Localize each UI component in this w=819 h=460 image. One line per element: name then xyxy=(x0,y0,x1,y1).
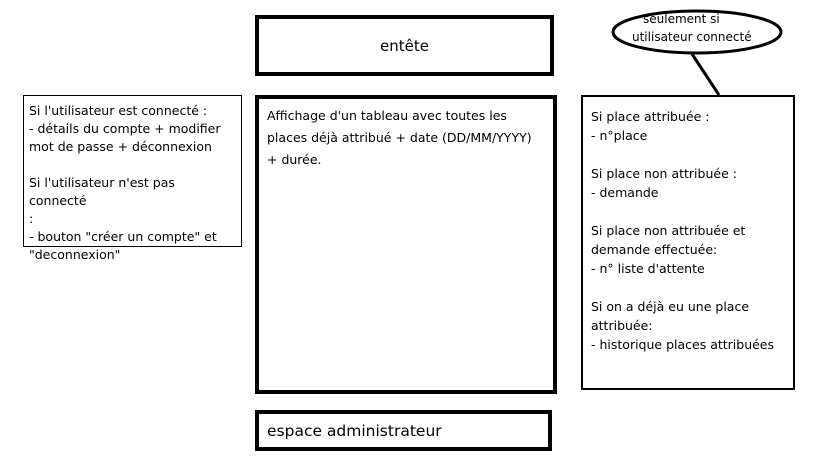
callout-text: seulement si utilisateur connecté xyxy=(632,10,782,46)
left-line: - détails du compte + modifier xyxy=(29,121,221,136)
right-line: Si place non attribuée : xyxy=(591,166,737,181)
left-line: Si l'utilisateur n'est pas connecté xyxy=(29,175,175,208)
user-account-panel: Si l'utilisateur est connecté : - détail… xyxy=(23,95,242,262)
left-line: Si l'utilisateur est connecté : xyxy=(29,103,208,118)
right-spacer xyxy=(591,145,785,164)
callout-pointer-line xyxy=(690,53,721,96)
header-box: entête xyxy=(255,15,554,76)
main-line: places déjà attribué + date (DD/MM/YYYY) xyxy=(267,130,532,145)
right-spacer xyxy=(591,278,785,297)
left-line: - bouton "créer un compte" et xyxy=(29,229,217,244)
main-line: Affichage d'un tableau avec toutes les xyxy=(267,108,507,123)
right-line: - n° liste d'attente xyxy=(591,261,705,276)
callout-line-1: seulement si xyxy=(643,12,720,26)
header-label: entête xyxy=(380,36,429,55)
main-line: + durée. xyxy=(267,152,322,167)
right-line: - n°place xyxy=(591,128,648,143)
callout-line-2: utilisateur connecté xyxy=(632,30,752,44)
right-line: - historique places attribuées xyxy=(591,337,775,352)
admin-label: espace administrateur xyxy=(267,421,442,440)
admin-box: espace administrateur xyxy=(255,410,552,451)
main-content-panel: Affichage d'un tableau avec toutes les p… xyxy=(255,95,557,394)
right-line: Si on a déjà eu une place xyxy=(591,299,750,314)
left-spacer xyxy=(29,156,235,174)
right-spacer xyxy=(591,202,785,221)
left-line: : xyxy=(29,211,34,226)
left-line: "deconnexion" xyxy=(29,247,121,262)
right-line: demande effectuée: xyxy=(591,242,718,257)
right-line: - demande xyxy=(591,185,659,200)
right-line: attribuée: xyxy=(591,318,653,333)
left-line: mot de passe + déconnexion xyxy=(29,139,212,154)
place-status-panel: Si place attribuée : - n°place Si place … xyxy=(581,95,795,390)
right-line: Si place non attribuée et xyxy=(591,223,746,238)
right-line: Si place attribuée : xyxy=(591,109,710,124)
